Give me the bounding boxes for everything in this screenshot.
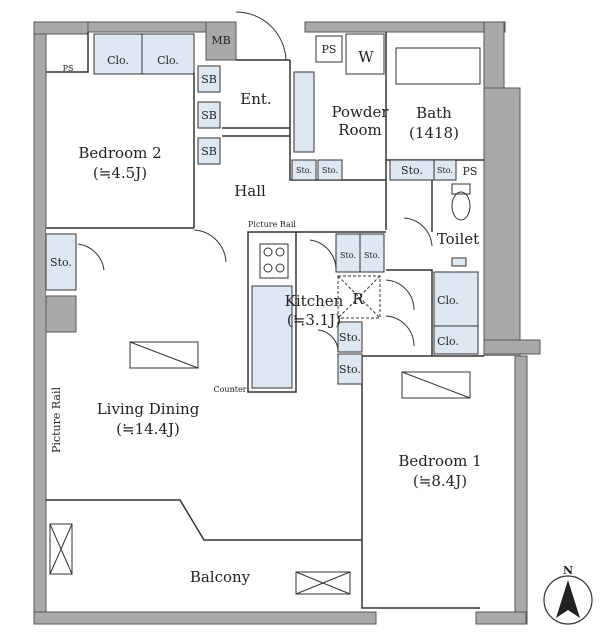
entrance-label: Ent. <box>240 90 271 108</box>
storage-label-p2: Sto. <box>322 166 338 175</box>
storage-b2 <box>45 233 77 291</box>
stove <box>259 243 289 279</box>
wall-right-step <box>483 339 541 355</box>
picture-rail-left: Picture Rail <box>50 387 63 453</box>
storage-label-bath-small: Sto. <box>437 166 453 175</box>
shoebox-label-1: SB <box>201 73 217 86</box>
washer-box <box>345 33 385 75</box>
storage-label-k1: Sto. <box>340 251 356 260</box>
wall-right-mid <box>483 87 521 357</box>
living-name: Living Dining <box>97 400 200 418</box>
shoebox-2 <box>197 101 221 129</box>
balcony-label: Balcony <box>190 568 251 586</box>
storage-label-p1: Sto. <box>296 166 312 175</box>
powder-room-line2: Room <box>338 121 382 139</box>
window-markers <box>49 341 471 595</box>
shoebox-label-2: SB <box>201 109 217 122</box>
wall-top-left <box>33 21 89 35</box>
closet-b2-2 <box>141 33 195 75</box>
ps-box-1 <box>315 35 343 63</box>
column-left <box>45 295 77 333</box>
closet-label-b1-2: Clo. <box>437 335 459 348</box>
toilet-label: Toilet <box>437 230 479 248</box>
vanity <box>293 71 315 153</box>
storage-label-k3: Sto. <box>339 331 361 344</box>
storage-powder-1 <box>291 159 317 181</box>
storage-powder-2 <box>317 159 343 181</box>
meter-box-label: MB <box>211 34 230 47</box>
bedroom2-size: (≒4.5J) <box>93 164 147 182</box>
shoebox-1 <box>197 65 221 93</box>
pipe-space-label-3: PS <box>63 64 74 73</box>
toilet-fixture <box>451 183 471 267</box>
wall-top-closets <box>87 21 209 33</box>
kitchen-name: Kitchen <box>285 292 344 310</box>
fixture-labels: Clo. Clo. SB SB SB MB PS PS PS W R Sto. … <box>50 34 477 453</box>
storage-label-bath: Sto. <box>401 164 423 177</box>
wall-bottom-left <box>33 611 377 625</box>
storage-k4 <box>337 353 363 385</box>
bedroom1-name: Bedroom 1 <box>398 452 481 470</box>
wall-right-lower <box>482 356 516 624</box>
closet-label-2: Clo. <box>157 54 179 67</box>
counter-label: Counter <box>213 385 246 394</box>
kitchen-size: (≒3.1J) <box>287 311 341 329</box>
closet-label-1: Clo. <box>107 54 129 67</box>
wall-bottom-right <box>475 611 527 625</box>
fridge <box>337 275 381 319</box>
wall-right-edge <box>514 355 528 625</box>
powder-room-line1: Powder <box>331 103 389 121</box>
living-size: (≒14.4J) <box>116 420 180 438</box>
washer-label: W <box>358 48 374 66</box>
bedroom2-name: Bedroom 2 <box>78 144 161 162</box>
wall-right-top <box>483 21 505 91</box>
storage-k2 <box>359 233 385 273</box>
shoebox-3 <box>197 137 221 165</box>
mb-wall <box>205 21 237 61</box>
storage-bath-small <box>433 159 457 181</box>
storage-k1 <box>335 233 361 273</box>
bedroom1-size: (≒8.4J) <box>413 472 467 490</box>
shoebox-label-3: SB <box>201 145 217 158</box>
storage-label-b2: Sto. <box>50 256 72 269</box>
door-swings <box>77 11 433 351</box>
wall-top-right <box>304 21 506 33</box>
pipe-space-label-2: PS <box>463 165 478 178</box>
bathtub <box>395 47 481 85</box>
room-labels: Bedroom 2 (≒4.5J) Hall Ent. Powder Room … <box>78 90 481 586</box>
storage-label-k4: Sto. <box>339 363 361 376</box>
picture-rail-top: Picture Rail <box>248 220 296 229</box>
kitchen-counter <box>251 285 293 389</box>
closet-label-b1-1: Clo. <box>437 294 459 307</box>
compass-label: N <box>563 564 573 577</box>
pipe-space-label-1: PS <box>322 43 337 56</box>
compass: N <box>543 564 593 625</box>
wall-left <box>33 21 47 625</box>
fridge-label: R <box>352 290 364 308</box>
storage-label-k2: Sto. <box>364 251 380 260</box>
storage-units <box>45 33 481 389</box>
storage-k3 <box>337 321 363 353</box>
bath-size: (1418) <box>409 124 459 142</box>
hall-label: Hall <box>234 182 266 200</box>
interior-walls <box>46 32 484 609</box>
closet-b1-2 <box>433 325 479 355</box>
bath-name: Bath <box>416 104 452 122</box>
